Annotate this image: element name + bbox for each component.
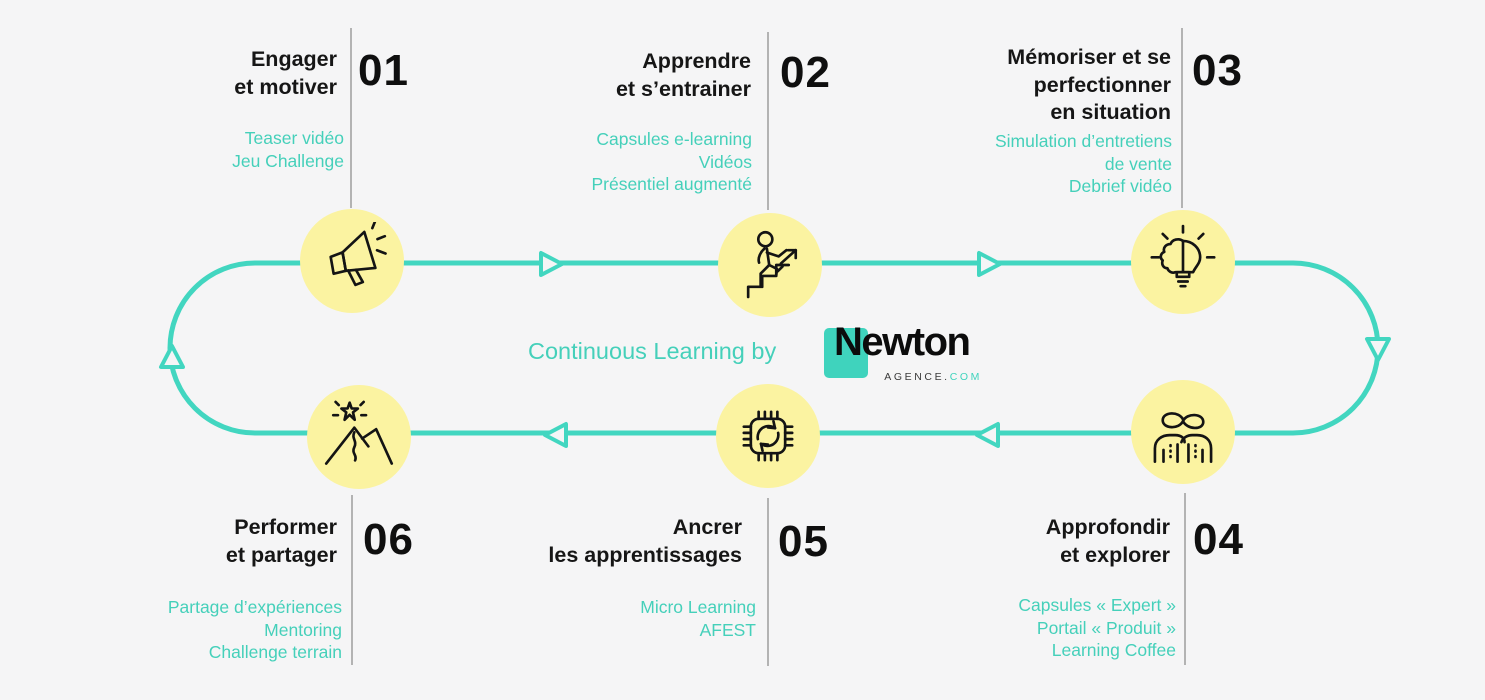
logo-subtitle-com: COM bbox=[949, 371, 982, 383]
step-4-items: Capsules « Expert »Portail « Produit »Le… bbox=[1018, 595, 1176, 660]
chip-refresh-icon bbox=[742, 410, 794, 462]
divider bbox=[767, 32, 769, 210]
arrow-down-icon bbox=[1365, 337, 1391, 362]
divider bbox=[351, 495, 353, 665]
step-5-number: 05 bbox=[778, 517, 829, 566]
step-4-bubble bbox=[1131, 380, 1235, 484]
logo-subtitle-agence: AGENCE. bbox=[884, 371, 950, 383]
arrow-right-icon bbox=[539, 251, 564, 277]
step-3-bubble bbox=[1131, 210, 1235, 314]
person-climbing-stairs-icon bbox=[746, 230, 798, 299]
divider bbox=[350, 28, 352, 208]
arrow-left-icon bbox=[975, 422, 1000, 448]
mountain-star-icon bbox=[324, 400, 394, 465]
divider bbox=[767, 498, 769, 666]
divider bbox=[1184, 493, 1186, 665]
step-2-number: 02 bbox=[780, 48, 831, 97]
people-infinity-icon bbox=[1153, 412, 1213, 463]
arrow-up-icon bbox=[159, 344, 185, 369]
step-1-bubble bbox=[300, 209, 404, 313]
newton-logo: Newton AGENCE.COM bbox=[824, 320, 984, 383]
arrow-left-icon bbox=[543, 422, 568, 448]
divider bbox=[1181, 28, 1183, 208]
step-4-number: 04 bbox=[1193, 515, 1244, 564]
arrow-right-icon bbox=[977, 251, 1002, 277]
step-1-number: 01 bbox=[358, 46, 409, 95]
newton-logo-block bbox=[824, 328, 868, 378]
step-5-bubble bbox=[716, 384, 820, 488]
step-6-number: 06 bbox=[363, 515, 414, 564]
brain-lightbulb-icon bbox=[1150, 224, 1216, 288]
megaphone-icon bbox=[329, 222, 387, 287]
newton-logo-subtitle: AGENCE.COM bbox=[884, 371, 982, 383]
step-6-bubble bbox=[307, 385, 411, 489]
center-caption: Continuous Learning by bbox=[528, 338, 777, 364]
step-3-number: 03 bbox=[1192, 46, 1243, 95]
step-2-bubble bbox=[718, 213, 822, 317]
newton-logo-wordmark: Newton bbox=[834, 320, 971, 364]
